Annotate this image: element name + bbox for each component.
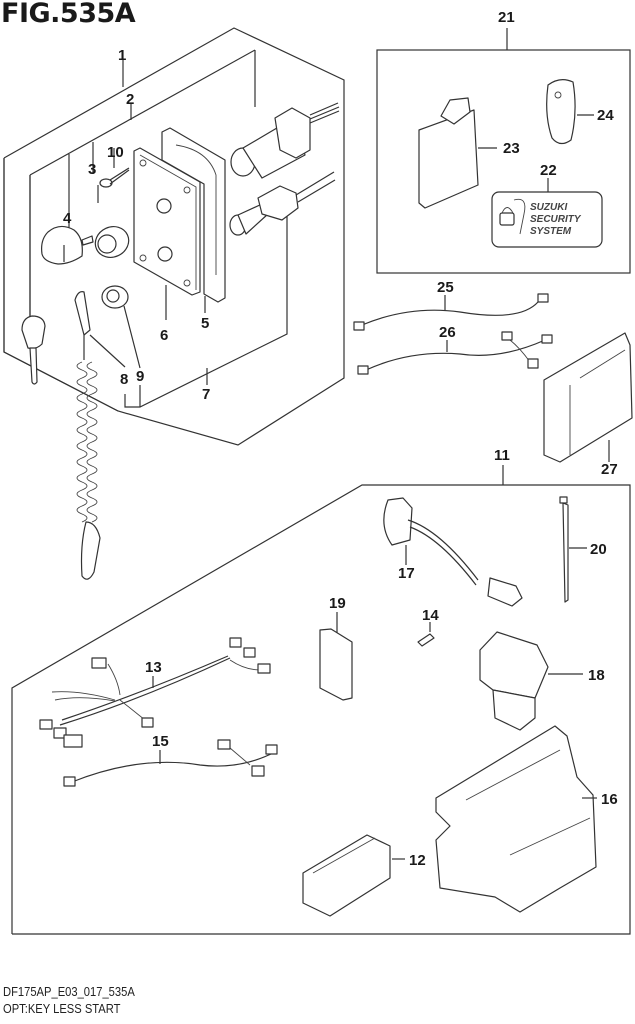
part-23-module (418, 97, 497, 209)
group-11-frame (11, 465, 631, 935)
security-label-line3: SYSTEM (530, 226, 572, 237)
callout-27: 27 (601, 461, 618, 478)
callout-21: 21 (498, 9, 515, 26)
part-22-security-label: SUZUKI SECURITY SYSTEM (491, 178, 603, 248)
callout-16: 16 (601, 791, 618, 808)
part-4-knob (41, 225, 94, 265)
part-18-relay (479, 631, 583, 731)
callout-7: 7 (202, 386, 210, 403)
part-13-harness (39, 637, 271, 748)
part-10-screw (99, 148, 130, 188)
callout-20: 20 (590, 541, 607, 558)
part-9-nut (101, 285, 141, 369)
callout-2: 2 (126, 91, 134, 108)
part-5-gasket (161, 127, 226, 313)
part-25-harness (353, 293, 549, 331)
callout-labels: 1 2 3 4 5 6 7 8 9 10 11 12 13 14 15 16 1… (63, 9, 618, 869)
callout-14: 14 (422, 607, 439, 624)
callout-26: 26 (439, 324, 456, 341)
part-27-ecu (543, 332, 633, 463)
group-2-frame (29, 49, 256, 333)
callout-25: 25 (437, 279, 454, 296)
part-17-sensor (383, 497, 523, 607)
part-8-lanyard (74, 291, 126, 580)
callout-10: 10 (107, 144, 124, 161)
callout-19: 19 (329, 595, 346, 612)
part-24-key-fob (546, 79, 594, 145)
part-main-switch (230, 102, 340, 179)
part-3-nut (94, 226, 130, 258)
callout-13: 13 (145, 659, 162, 676)
security-label-line1: SUZUKI (530, 202, 567, 213)
callout-3: 3 (88, 161, 96, 178)
figure-title: FIG.535A (1, 0, 136, 29)
part-12-holder (302, 834, 405, 917)
group-21-frame (376, 28, 631, 274)
callout-22: 22 (540, 162, 557, 179)
callout-6: 6 (160, 327, 168, 344)
part-stop-switch (229, 171, 336, 236)
part-6-plate (133, 147, 201, 320)
figure-caption: OPT:KEY LESS START (3, 1001, 121, 1016)
part-15-harness (63, 739, 278, 787)
part-14-bolt (417, 622, 435, 647)
callout-24: 24 (597, 107, 614, 124)
callout-1: 1 (118, 47, 126, 64)
callout-17: 17 (398, 565, 415, 582)
part-16-bracket (435, 725, 597, 913)
callout-11: 11 (494, 447, 510, 464)
callout-4: 4 (63, 210, 72, 227)
part-19-sheet (319, 612, 353, 701)
callout-18: 18 (588, 667, 605, 684)
callout-23: 23 (503, 140, 520, 157)
part-20-cable-tie (559, 496, 587, 603)
model-code: DF175AP_E03_017_535A (3, 984, 135, 999)
callout-8: 8 (120, 371, 128, 388)
security-label-line2: SECURITY (530, 214, 582, 225)
part-key (21, 315, 46, 385)
callout-15: 15 (152, 733, 169, 750)
group-1-frame (3, 27, 345, 446)
part-26-harness (357, 331, 553, 375)
figure-footer: DF175AP_E03_017_535A OPT:KEY LESS START (3, 983, 135, 1017)
callout-9: 9 (136, 368, 144, 385)
callout-12: 12 (409, 852, 426, 869)
callout-5: 5 (201, 315, 209, 332)
